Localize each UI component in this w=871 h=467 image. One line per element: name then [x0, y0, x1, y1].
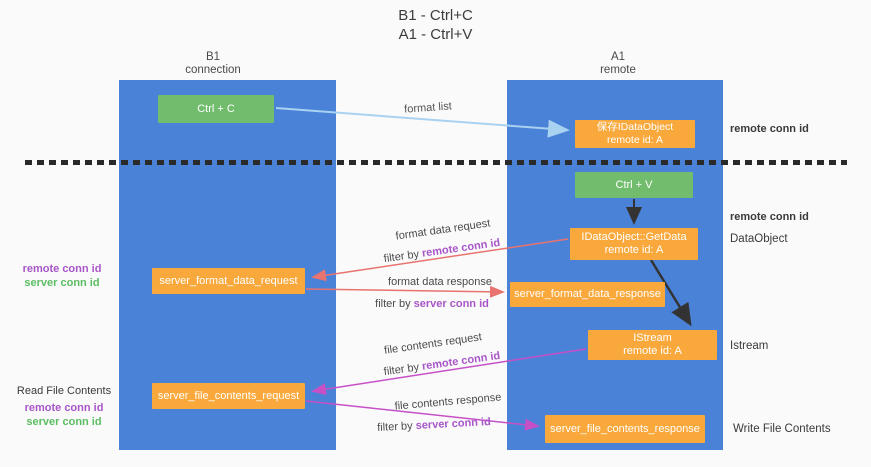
label-istream: Istream: [730, 340, 769, 352]
istream-line2: remote id: A: [623, 345, 682, 357]
lane-b1-name: B1: [205, 51, 221, 63]
read-file-contents-label: Read File Contents: [16, 385, 112, 397]
format-response-label: server_format_data_response: [514, 288, 661, 300]
left-bottom-server-conn-id: server conn id: [26, 416, 102, 428]
node-idataobject-getdata: IDataObject::GetData remote id: A: [570, 228, 698, 260]
node-server-file-contents-request: server_file_contents_request: [152, 383, 305, 409]
file-response-filter-id: server conn id: [415, 416, 492, 432]
ctrl-v-label: Ctrl + V: [615, 178, 653, 191]
label-write-file-contents: Write File Contents: [733, 423, 831, 435]
node-ctrl-v: Ctrl + V: [575, 172, 693, 198]
label-left-conn-ids-top: remote conn id server conn id: [12, 262, 112, 290]
left-top-remote-conn-id: remote conn id: [22, 263, 102, 275]
label-format-list: format list: [403, 100, 453, 116]
diagram-title: B1 - Ctrl+C A1 - Ctrl+V: [0, 6, 871, 44]
label-right-remote-conn-id-mid: remote conn id: [730, 211, 809, 223]
format-request-filter-id: remote conn id: [421, 236, 501, 260]
lane-a1-role: remote: [600, 64, 636, 76]
label-file-response-filter: filter by server conn id: [374, 416, 494, 434]
node-server-format-data-response: server_format_data_response: [510, 282, 665, 307]
getdata-line1: IDataObject::GetData: [581, 231, 687, 243]
left-top-server-conn-id: server conn id: [24, 277, 100, 289]
lane-header-a1: A1 remote: [558, 51, 678, 77]
format-request-filter-prefix: filter by: [383, 247, 423, 266]
format-response-filter-prefix: filter by: [375, 298, 414, 310]
lane-b1-role: connection: [185, 64, 241, 76]
file-request-filter-prefix: filter by: [383, 360, 423, 379]
save-dataobject-line2: remote id: A: [606, 134, 664, 146]
node-server-format-data-request: server_format_data_request: [152, 268, 305, 294]
file-response-filter-prefix: filter by: [376, 419, 416, 434]
phase-separator-dashed-line: [25, 160, 847, 165]
save-dataobject-line1: 保存IDataObject: [596, 121, 674, 133]
file-request-label: server_file_contents_request: [157, 389, 300, 402]
node-istream: IStream remote id: A: [588, 330, 717, 360]
getdata-line2: remote id: A: [604, 244, 664, 256]
label-dataobject: DataObject: [730, 233, 788, 245]
file-request-filter-id: remote conn id: [421, 349, 501, 373]
node-save-dataobject: 保存IDataObject remote id: A: [575, 120, 695, 148]
lane-header-b1: B1 connection: [153, 51, 273, 77]
label-format-response-filter: filter by server conn id: [372, 298, 492, 310]
left-bottom-remote-conn-id: remote conn id: [24, 402, 104, 414]
label-right-remote-conn-id-top: remote conn id: [730, 123, 809, 135]
ctrl-c-label: Ctrl + C: [197, 102, 235, 115]
format-request-label: server_format_data_request: [159, 274, 298, 287]
label-format-data-response: format data response: [388, 276, 492, 288]
title-line-1: B1 - Ctrl+C: [398, 7, 473, 24]
label-left-read-file-group: Read File Contents remote conn id server…: [10, 384, 118, 429]
format-response-filter-id: server conn id: [413, 298, 489, 310]
label-file-contents-response: file contents response: [394, 391, 502, 413]
istream-line1: IStream: [633, 332, 672, 344]
lane-a1-name: A1: [610, 51, 626, 63]
title-line-2: A1 - Ctrl+V: [398, 26, 473, 43]
node-ctrl-c: Ctrl + C: [158, 95, 274, 123]
file-response-label: server_file_contents_response: [550, 422, 700, 435]
node-server-file-contents-response: server_file_contents_response: [545, 415, 705, 443]
